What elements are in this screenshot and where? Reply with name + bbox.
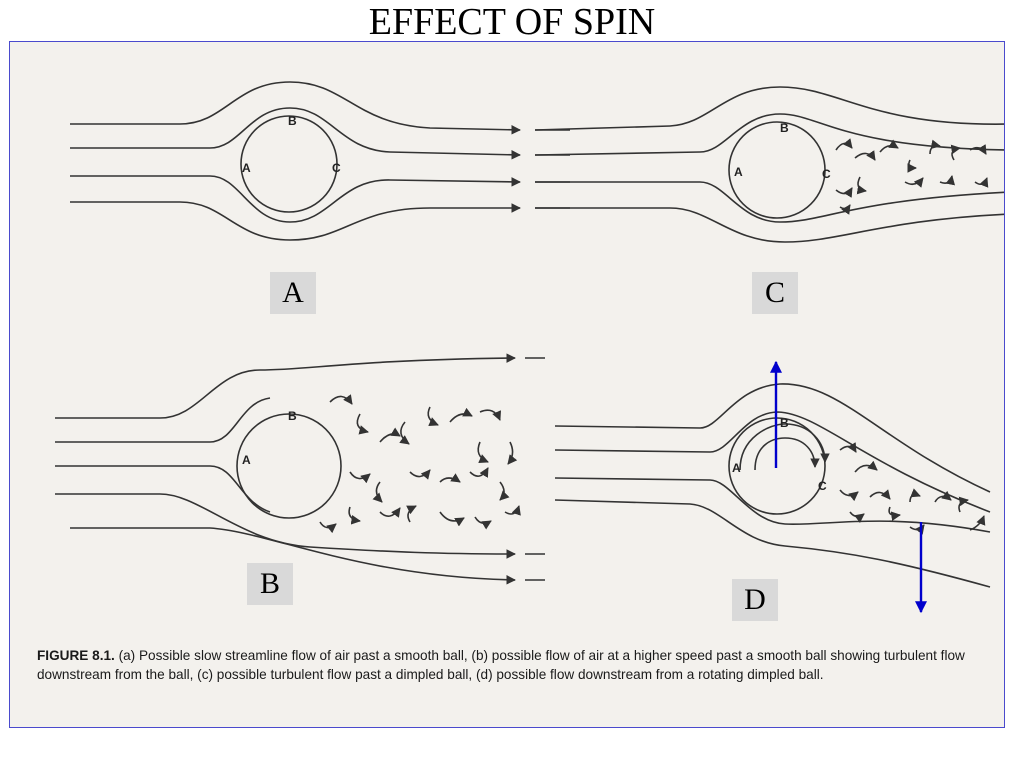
panel-b-diagram (55, 353, 545, 585)
panel-d-diagram (554, 383, 991, 588)
panel-c-point-a: A (734, 165, 743, 179)
panel-label-d: D (732, 579, 778, 621)
panel-b-point-a: A (242, 453, 251, 467)
panel-label-a: A (270, 272, 316, 314)
slide-title: EFFECT OF SPIN (368, 1, 656, 43)
panel-label-b: B (247, 563, 293, 605)
panel-c-point-b: B (780, 121, 789, 135)
panel-a-point-b: B (288, 114, 297, 128)
figure-caption: FIGURE 8.1. (a) Possible slow streamline… (37, 647, 997, 684)
panel-a-diagram (70, 81, 570, 241)
caption-figure-label: FIGURE 8.1. (37, 648, 115, 663)
caption-text: (a) Possible slow streamline flow of air… (37, 648, 965, 682)
flow-diagram: A B C A B C A B A B C (55, 81, 1004, 614)
panel-d-point-a: A (732, 461, 741, 475)
panel-label-c: C (752, 272, 798, 314)
panel-a-point-c: C (332, 161, 341, 175)
panel-d-point-c: C (818, 479, 827, 493)
panel-a-point-a: A (242, 161, 251, 175)
panel-b-point-b: B (288, 409, 297, 423)
lift-force-arrows (770, 360, 927, 614)
figure-8-1: A B C A B C A B A B C A C B D FIGURE 8.1… (9, 41, 1005, 728)
panel-d-point-b: B (780, 416, 789, 430)
panel-c-point-c: C (822, 167, 831, 181)
panel-c-diagram (534, 86, 1004, 243)
